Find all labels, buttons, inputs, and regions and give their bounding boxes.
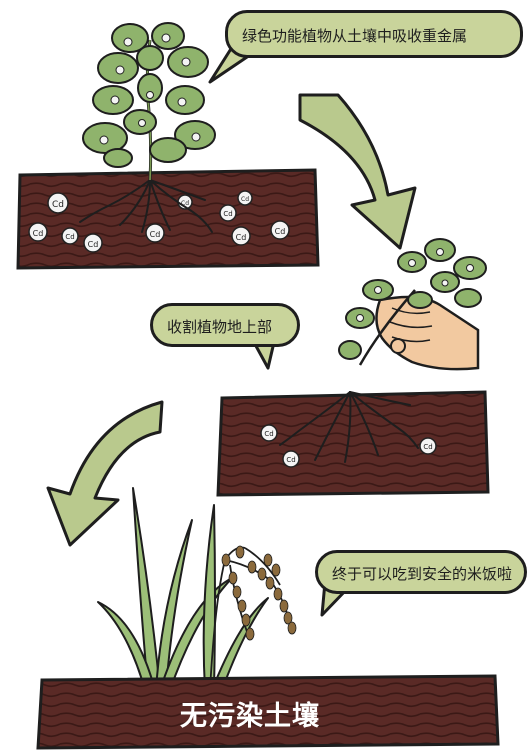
harvesting-hand xyxy=(339,239,486,369)
process-arrow xyxy=(48,402,162,545)
cadmium-particle: Cd xyxy=(48,193,68,213)
svg-text:Cd: Cd xyxy=(264,430,273,438)
rice-leaves xyxy=(98,488,268,690)
svg-text:Cd: Cd xyxy=(33,229,44,238)
cadmium-particle: Cd xyxy=(220,205,236,221)
cadmium-particle: Cd xyxy=(84,234,102,252)
cadmium-particle: Cd xyxy=(271,221,289,239)
harvested-soil-block: Cd Cd Cd xyxy=(218,392,488,495)
cadmium-particle: Cd xyxy=(420,438,436,454)
svg-text:Cd: Cd xyxy=(241,196,249,203)
rice-grains xyxy=(222,546,296,640)
svg-text:Cd: Cd xyxy=(65,233,74,241)
svg-text:Cd: Cd xyxy=(423,443,432,451)
absorb-bubble-text: 绿色功能植物从土壤中吸收重金属 xyxy=(242,27,467,45)
cadmium-particle: Cd xyxy=(146,224,164,242)
cadmium-particle: Cd xyxy=(261,425,277,441)
rice-plants xyxy=(98,488,296,690)
svg-text:Cd: Cd xyxy=(88,240,99,249)
cadmium-particle: Cd xyxy=(283,451,299,467)
cadmium-particle: Cd xyxy=(238,191,252,205)
svg-text:Cd: Cd xyxy=(52,200,64,210)
absorb-speech-bubble: 绿色功能植物从土壤中吸收重金属 xyxy=(225,10,523,58)
contaminated-soil-block: Cd Cd Cd Cd Cd Cd Cd Cd Cd Cd xyxy=(18,170,318,268)
svg-text:Cd: Cd xyxy=(286,456,295,464)
svg-text:Cd: Cd xyxy=(223,210,232,218)
svg-text:Cd: Cd xyxy=(150,230,161,239)
cadmium-particle: Cd xyxy=(232,227,250,245)
harvest-speech-bubble: 收割植物地上部 xyxy=(150,303,300,347)
cadmium-particle: Cd xyxy=(62,228,78,244)
svg-text:Cd: Cd xyxy=(236,233,247,242)
harvest-bubble-text: 收割植物地上部 xyxy=(167,318,272,336)
cadmium-particle: Cd xyxy=(29,223,47,241)
clean-soil-label: 无污染土壤 xyxy=(150,694,350,733)
svg-text:Cd: Cd xyxy=(275,227,286,236)
eat-speech-bubble: 终于可以吃到安全的米饭啦 xyxy=(315,550,527,594)
eat-bubble-text: 终于可以吃到安全的米饭啦 xyxy=(332,565,512,583)
